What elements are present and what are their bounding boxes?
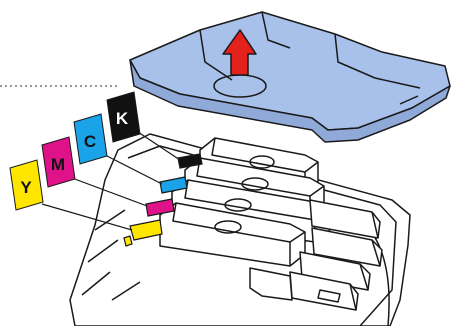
- tag-m: M: [42, 137, 75, 187]
- tag-k-label: K: [116, 109, 129, 128]
- top-cover: [130, 12, 450, 142]
- tag-y-label: Y: [20, 178, 32, 197]
- tag-c: C: [74, 114, 107, 164]
- tag-y: Y: [10, 160, 43, 210]
- lever-yellow-tab: [124, 236, 132, 246]
- tag-c-label: C: [84, 132, 96, 151]
- tag-k: K: [107, 92, 140, 142]
- tag-m-label: M: [51, 155, 65, 174]
